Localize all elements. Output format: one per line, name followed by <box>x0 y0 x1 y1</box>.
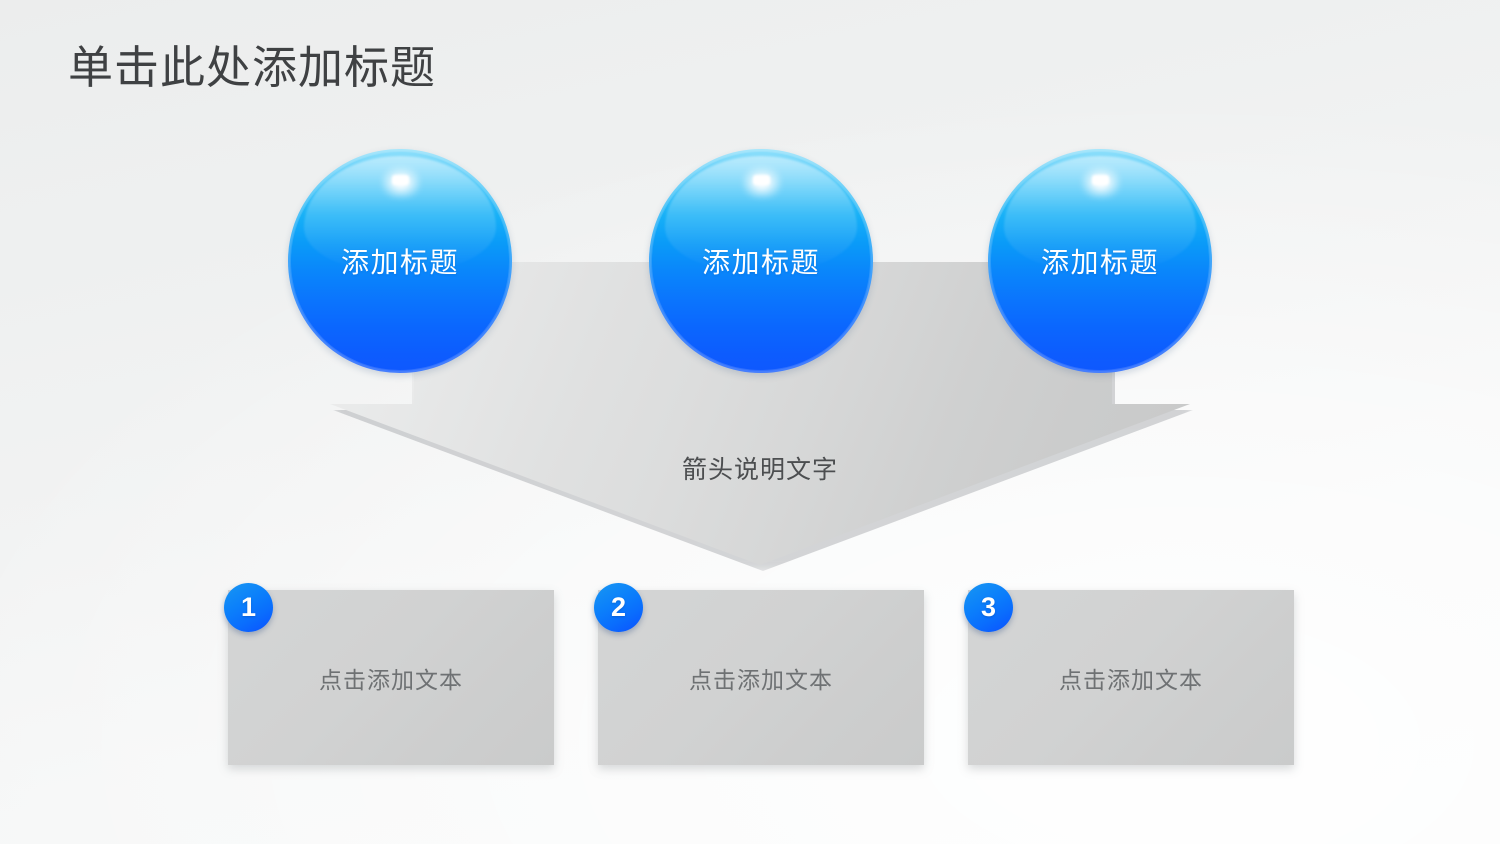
text-card-3[interactable]: 点击添加文本 <box>968 590 1294 765</box>
sphere-1-highlight-core-icon <box>392 174 409 185</box>
sphere-3-highlight-core-icon <box>1092 174 1109 185</box>
down-arrow-label[interactable]: 箭头说明文字 <box>681 456 838 484</box>
text-card-2[interactable]: 点击添加文本 <box>598 590 924 765</box>
sphere-3[interactable]: 添加标题 <box>988 149 1212 373</box>
text-card-1[interactable]: 点击添加文本 <box>228 590 554 765</box>
number-badge-3[interactable]: 3 <box>964 583 1013 632</box>
sphere-1[interactable]: 添加标题 <box>288 149 512 373</box>
sphere-2-label[interactable]: 添加标题 <box>701 247 820 278</box>
number-badge-2-label: 2 <box>610 592 627 622</box>
number-badge-1[interactable]: 1 <box>224 583 273 632</box>
sphere-3-label[interactable]: 添加标题 <box>1040 247 1159 278</box>
text-card-3-text[interactable]: 点击添加文本 <box>1059 666 1203 693</box>
sphere-2[interactable]: 添加标题 <box>649 149 873 373</box>
number-badge-3-label: 3 <box>980 592 997 622</box>
sphere-1-label[interactable]: 添加标题 <box>340 247 459 278</box>
text-card-1-text[interactable]: 点击添加文本 <box>319 666 463 693</box>
page-title[interactable]: 单击此处添加标题 <box>68 42 437 93</box>
text-card-2-text[interactable]: 点击添加文本 <box>689 666 833 693</box>
number-badge-2[interactable]: 2 <box>594 583 643 632</box>
number-badge-1-label: 1 <box>240 592 257 622</box>
sphere-2-highlight-core-icon <box>753 174 770 185</box>
